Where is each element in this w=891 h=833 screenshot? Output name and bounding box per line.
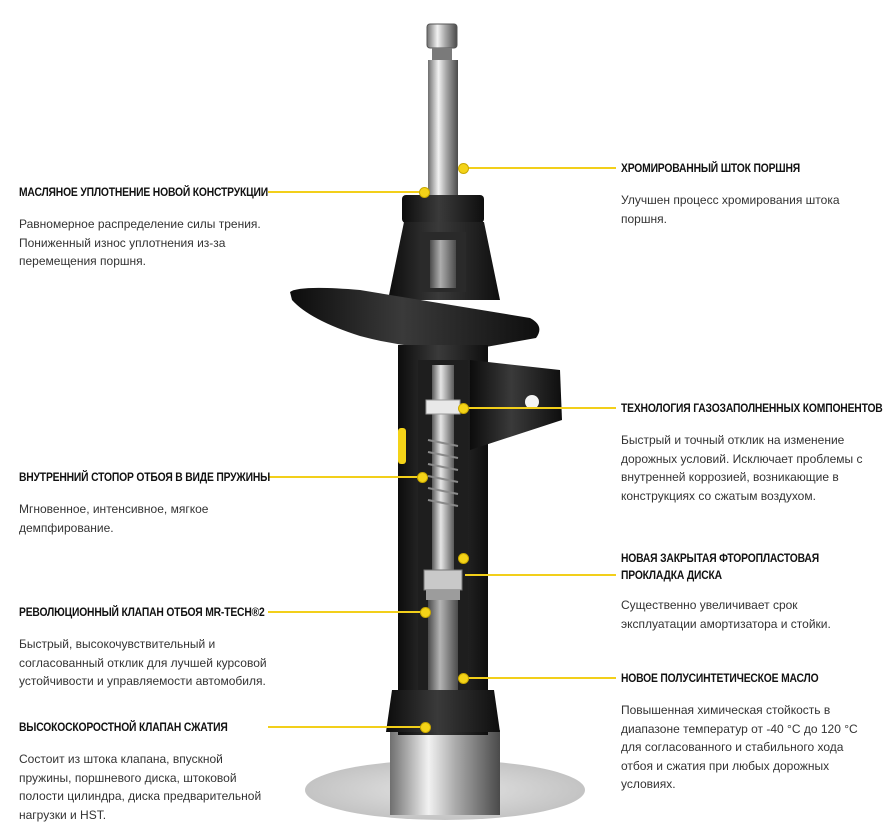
leader-line-ptfe-gasket <box>465 574 616 576</box>
callout-title: НОВАЯ ЗАКРЫТАЯ ФТОРОПЛАСТОВАЯ ПРОКЛАДКА … <box>621 551 819 582</box>
callout-title: ТЕХНОЛОГИЯ ГАЗОЗАПОЛНЕННЫХ КОМПОНЕНТОВ <box>621 401 883 415</box>
marker-dot-gas-tech <box>458 403 469 414</box>
top-nut <box>426 23 458 49</box>
callout-synthetic-oil: НОВОЕ ПОЛУСИНТЕТИЧЕСКОЕ МАСЛО Повышенная… <box>621 670 876 794</box>
brand-sticker <box>398 428 406 464</box>
leader-line-rebound-valve <box>268 611 424 613</box>
leader-line-chrome-rod <box>465 167 616 169</box>
bottom-chrome-sleeve <box>390 730 500 815</box>
callout-compression-valve: ВЫСОКОСКОРОСТНОЙ КЛАПАН СЖАТИЯ Состоит и… <box>19 719 269 824</box>
callout-title: НОВОЕ ПОЛУСИНТЕТИЧЕСКОЕ МАСЛО <box>621 671 819 685</box>
callout-title: МАСЛЯНОЕ УПЛОТНЕНИЕ НОВОЙ КОНСТРУКЦИИ <box>19 185 268 199</box>
callout-chrome-rod: ХРОМИРОВАННЫЙ ШТОК ПОРШНЯ Улучшен процес… <box>621 160 876 228</box>
leader-line-compression-valve <box>268 726 424 728</box>
callout-ptfe-gasket: НОВАЯ ЗАКРЫТАЯ ФТОРОПЛАСТОВАЯ ПРОКЛАДКА … <box>621 550 891 633</box>
callout-oil-seal: МАСЛЯНОЕ УПЛОТНЕНИЕ НОВОЙ КОНСТРУКЦИИ Ра… <box>19 184 309 271</box>
callout-title: ВНУТРЕННИЙ СТОПОР ОТБОЯ В ВИДЕ ПРУЖИНЫ <box>19 470 271 484</box>
lower-boot <box>386 690 500 732</box>
callout-title: РЕВОЛЮЦИОННЫЙ КЛАПАН ОТБОЯ MR-TECH®2 <box>19 605 265 619</box>
callout-text: Существенно увеличивает срок эксплуатаци… <box>621 598 831 631</box>
callout-text: Быстрый и точный отклик на изменение дор… <box>621 433 863 503</box>
leader-line-synthetic-oil <box>466 677 616 679</box>
spring-plate <box>290 287 540 349</box>
leader-line-oil-seal <box>268 191 424 193</box>
callout-rebound-stop: ВНУТРЕННИЙ СТОПОР ОТБОЯ В ВИДЕ ПРУЖИНЫ М… <box>19 469 311 537</box>
callout-text: Равномерное распределение силы трения. П… <box>19 217 261 268</box>
callout-rebound-valve: РЕВОЛЮЦИОННЫЙ КЛАПАН ОТБОЯ MR-TECH®2 Быс… <box>19 604 305 691</box>
knuckle-bracket <box>470 360 562 450</box>
leader-line-gas-tech <box>466 407 616 409</box>
marker-dot-synthetic-oil <box>458 673 469 684</box>
callout-text: Состоит из штока клапана, впускной пружи… <box>19 752 262 822</box>
callout-text: Быстрый, высокочувствительный и согласов… <box>19 637 267 688</box>
callout-text: Повышенная химическая стойкость в диапаз… <box>621 703 858 791</box>
callout-title: ВЫСОКОСКОРОСТНОЙ КЛАПАН СЖАТИЯ <box>19 720 228 734</box>
marker-dot-ptfe-gasket <box>458 553 469 564</box>
rebound-spring <box>427 439 459 507</box>
marker-dot-oil-seal <box>419 187 430 198</box>
marker-dot-chrome-rod <box>458 163 469 174</box>
marker-dot-rebound-stop <box>417 472 428 483</box>
marker-dot-compression-valve <box>420 722 431 733</box>
marker-dot-rebound-valve <box>420 607 431 618</box>
callout-gas-tech: ТЕХНОЛОГИЯ ГАЗОЗАПОЛНЕННЫХ КОМПОНЕНТОВ Б… <box>621 400 891 505</box>
callout-text: Улучшен процесс хромирования штока поршн… <box>621 193 840 226</box>
callout-title: ХРОМИРОВАННЫЙ ШТОК ПОРШНЯ <box>621 161 801 175</box>
callout-text: Мгновенное, интенсивное, мягкое демпфиро… <box>19 502 209 535</box>
upper-cap <box>402 195 484 223</box>
leader-line-rebound-stop <box>268 476 421 478</box>
piston-rod <box>428 60 458 195</box>
